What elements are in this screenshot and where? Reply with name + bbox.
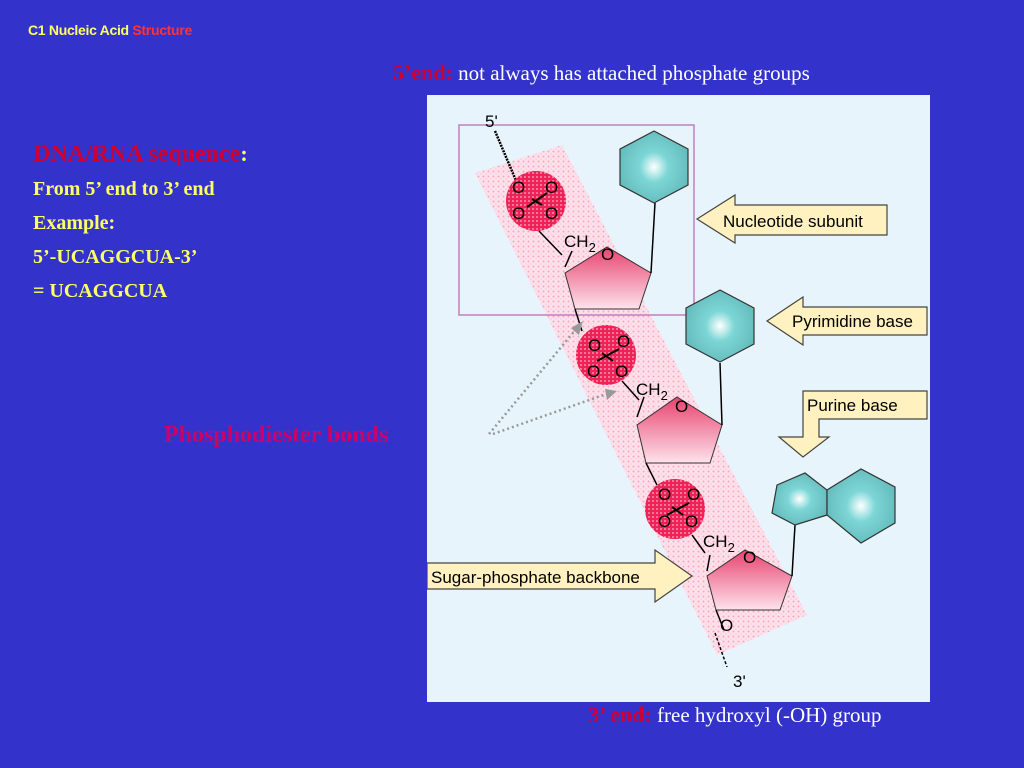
backbone-callout: Sugar-phosphate backbone [427,548,694,604]
phosphate-group-1: O O O O [506,171,566,231]
phosphate-oxygen: O [512,204,525,223]
phosphate-oxygen: O [588,336,601,355]
five-end-note: 5’end: not always has attached phosphate… [393,60,810,86]
bond-line [706,554,711,572]
title-prefix: C1 Nucleic Acid [28,22,129,38]
ring-oxygen: O [675,397,688,416]
phosphate-oxygen: O [615,362,628,381]
ring-oxygen: O [743,548,756,567]
phosphate-group-3: O O O O [645,479,705,539]
slide-title: C1 Nucleic Acid Structure [28,22,192,38]
sugar-ring-1: O [564,245,652,310]
nucleic-acid-figure: 5' O O O O CH2 O O O O O CH2 O O O O O [427,95,930,702]
phosphate-bonds [596,348,620,362]
bond-line [645,462,658,486]
three-prime-line [714,632,728,668]
glycosidic-bond [719,362,723,426]
five-prime-label: 5' [485,112,498,131]
nucleotide-subunit-callout: Nucleotide subunit [695,193,888,245]
pyrimidine-base-callout: Pyrimidine base [765,295,928,347]
bond-pointer-2 [492,391,610,436]
backbone-band [475,145,807,655]
three-end-note: 3’ end: free hydroxyl (-OH) group [588,702,882,728]
bond-line [715,609,725,631]
nucleotide-subunit-label: Nucleotide subunit [723,212,863,231]
bond-line [564,250,573,268]
phosphate-oxygen: O [617,332,630,351]
sequence-line: 5’-UCAGGCUA-3’ [33,246,198,268]
sugar-pentagon [564,246,652,310]
bond-pointer-head [605,389,617,400]
ch2-label: CH2 [636,380,668,403]
sugar-ring-3: O [706,548,793,611]
sequence-line: = UCAGGCUA [33,280,168,302]
sugar-pentagon [706,549,793,611]
bond-line [621,380,640,401]
five-end-text: not always has attached phosphate groups [458,61,810,85]
pyrimidine-base-label: Pyrimidine base [792,312,913,331]
purine-base-callout: Purine base [777,390,928,458]
ch2-label: CH2 [703,532,735,555]
three-end-key: 3’ end: [588,702,652,727]
three-prime-label: 3' [733,672,746,691]
five-end-key: 5’end: [393,60,453,85]
phosphate-bonds [526,192,548,208]
ring-oxygen: O [601,245,614,264]
phosphate-group-2: O O O O [576,325,636,385]
callout-arrow [777,390,928,458]
phosphate-oxygen: O [658,485,671,504]
bond-line [538,230,563,256]
title-highlight: Structure [132,22,192,38]
three-end-text: free hydroxyl (-OH) group [657,703,882,727]
callout-arrow [427,548,694,604]
bond-pointer-head [571,321,583,335]
terminal-oxygen: O [720,616,733,635]
callout-arrow [765,295,928,347]
glycosidic-bond [791,524,796,577]
glycosidic-bond [650,202,656,274]
base-hexagon [619,130,689,204]
callout-arrow [695,193,888,245]
base-hexagon [826,468,896,544]
sequence-line: From 5’ end to 3’ end [33,178,215,200]
sugar-pentagon [636,396,723,464]
bond-line [691,534,706,554]
phosphate-oxygen: O [687,485,700,504]
sequence-line: Example: [33,212,116,234]
phosphate-bonds [666,502,690,516]
phosphate-oxygen: O [545,204,558,223]
phosphate-oxygen: O [587,362,600,381]
sequence-heading: DNA/RNA sequence [33,141,241,167]
purine-base-label: Purine base [807,396,898,415]
backbone-label: Sugar-phosphate backbone [431,568,640,587]
ch2-label: CH2 [564,232,596,255]
purine-base-rings [771,468,896,544]
sugar-ring-2: O [636,396,723,464]
bond-line [636,396,645,418]
phosphodiester-bonds-label: Phosphodiester bonds [164,422,389,448]
phosphate-oxygen: O [658,512,671,531]
base-hexagon [685,289,755,363]
phosphate-oxygen: O [545,178,558,197]
sequence-block: DNA/RNA sequence: From 5’ end to 3’ end … [33,137,248,308]
phosphate-oxygen: O [512,178,525,197]
phosphate-oxygen: O [685,512,698,531]
sequence-colon: : [240,141,248,166]
